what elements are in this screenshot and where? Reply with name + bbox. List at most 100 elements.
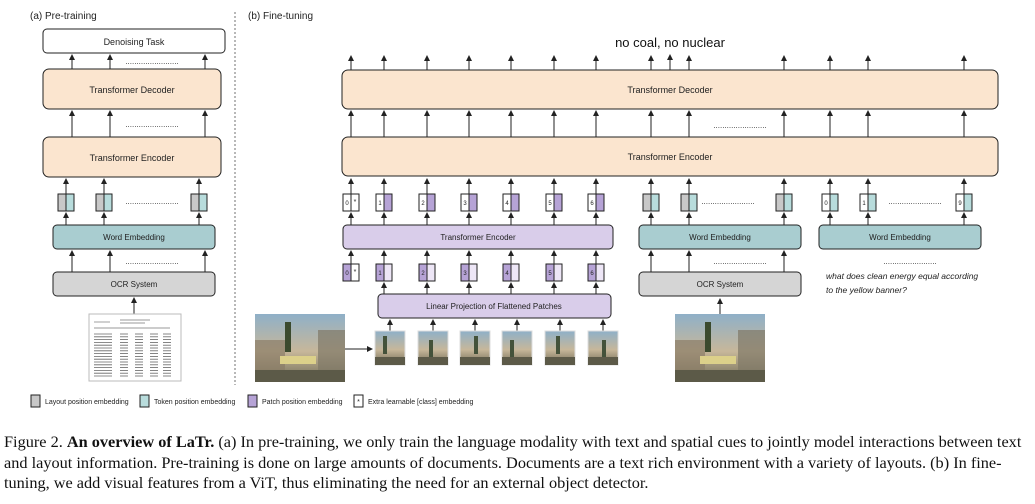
vit-output-token-2: 2	[418, 193, 436, 212]
finetune-encoder-box	[341, 136, 999, 177]
legend-cls-label: Extra learnable [class] embedding	[368, 399, 474, 406]
legend-layout-label: Layout position embedding	[45, 399, 129, 406]
legend-cls-swatch	[353, 394, 364, 408]
token-left	[775, 193, 785, 212]
pretrain-ocr-label: OCR System	[111, 280, 158, 289]
patch-ground	[375, 357, 405, 365]
pretrain-token-pair-1	[57, 193, 75, 212]
patch-detail	[556, 336, 560, 354]
pretrain-encoder-box	[42, 136, 222, 178]
finetune-ellipsis-question: ........................	[883, 257, 936, 266]
pretrain-token-pair-2	[95, 193, 113, 212]
pretrain-ellipsis-3: ........................	[125, 197, 178, 206]
question-text-line-1: what does clean energy equal according	[826, 271, 978, 281]
patch-ground	[502, 357, 532, 365]
linear-projection-box	[377, 293, 612, 319]
token-index: 6	[590, 201, 594, 207]
finetune-word-embedding-box-1	[638, 224, 802, 250]
ocr-token-pair-1	[680, 193, 698, 212]
caption-label: Figure 2.	[4, 432, 63, 451]
patch-detail	[602, 340, 606, 358]
image-patch-3	[459, 330, 491, 366]
finetune-encoder-label: Transformer Encoder	[628, 152, 713, 162]
token-index: 9	[958, 201, 962, 207]
patch-detail	[383, 336, 387, 354]
scene-photo-right	[675, 314, 765, 382]
cls-marker-input: *	[354, 269, 357, 276]
token-right	[829, 193, 839, 212]
token-index: 4	[505, 271, 509, 277]
image-patch-1	[374, 330, 406, 366]
token-right	[867, 193, 877, 212]
finetune-ellipsis-question-tokens: ........................	[888, 197, 941, 206]
token-index: 2	[421, 201, 425, 207]
pretrain-decoder-label: Transformer Decoder	[89, 85, 174, 95]
finetune-decoder-label: Transformer Decoder	[627, 85, 712, 95]
token-index: 4	[505, 201, 509, 207]
vit-encoder-box	[342, 224, 614, 250]
token-index: 0	[824, 201, 828, 207]
patch-ground	[545, 357, 575, 365]
question-token-pair-0: 0	[821, 193, 839, 212]
question-text-line-2: to the yellow banner?	[826, 285, 907, 295]
vit-output-token-0: 0	[342, 193, 360, 212]
pretrain-ellipsis-2: ........................	[125, 120, 178, 129]
finetune-ellipsis-decoder: ........................	[713, 121, 766, 130]
token-index: 1	[378, 201, 382, 207]
vit-output-token-5: 5	[545, 193, 563, 212]
linear-projection-label: Linear Projection of Flattened Patches	[426, 302, 562, 311]
question-token-pair-2: 9	[955, 193, 973, 212]
image-patch-5	[544, 330, 576, 366]
token-right	[350, 263, 360, 282]
token-right	[595, 263, 605, 282]
pretrain-token-pair-3	[190, 193, 208, 212]
vit-input-token-1: 1	[375, 263, 393, 282]
token-index: 3	[463, 201, 467, 207]
token-left	[680, 193, 690, 212]
legend: Layout position embedding Token position…	[30, 394, 474, 408]
token-right	[383, 263, 393, 282]
finetune-ellipsis-ocr: ........................	[713, 257, 766, 266]
question-token-pair-1: 1	[859, 193, 877, 212]
ocr-token-pair-0	[642, 193, 660, 212]
finetune-word-embedding-label-2: Word Embedding	[869, 233, 931, 242]
caption-text: (a) In pre-training, we only train the l…	[4, 432, 1022, 492]
finetune-ocr-label: OCR System	[697, 280, 744, 289]
image-patches	[374, 330, 619, 366]
pretrain-word-embedding-box	[52, 224, 216, 250]
token-right	[383, 193, 393, 212]
patch-detail	[474, 336, 478, 354]
vit-input-token-6: 6	[587, 263, 605, 282]
patch-ground	[418, 357, 448, 365]
vit-output-token-3: 3	[460, 193, 478, 212]
pretrain-ellipsis-4: ........................	[125, 257, 178, 266]
vit-encoder-label: Transformer Encoder	[440, 233, 516, 242]
pretrain-arrows	[63, 54, 208, 315]
token-right	[468, 263, 478, 282]
finetune-word-embedding-box-2	[818, 224, 982, 250]
finetune-ocr-box	[638, 271, 802, 297]
legend-cls-marker: *	[357, 399, 360, 406]
token-right	[468, 193, 478, 212]
cls-marker: *	[354, 199, 357, 206]
legend-token-label: Token position embedding	[154, 399, 235, 406]
pretrain-ocr-box	[52, 271, 216, 297]
token-index: 2	[421, 271, 425, 277]
patch-detail	[429, 340, 433, 358]
token-index: 5	[548, 271, 552, 277]
finetune-arrows	[348, 54, 967, 331]
vit-output-token-6: 6	[587, 193, 605, 212]
patch-detail	[510, 340, 514, 358]
legend-token-swatch	[139, 394, 150, 408]
token-index: 6	[590, 271, 594, 277]
image-patch-6	[587, 330, 619, 366]
image-patch-2	[417, 330, 449, 366]
vit-input-token-0: 0	[342, 263, 360, 282]
token-index: 3	[463, 271, 467, 277]
finetuning-title: (b) Fine-tuning	[248, 11, 313, 22]
finetune-ellipsis-ocr-tokens: ........................	[701, 197, 754, 206]
token-right	[650, 193, 660, 212]
token-right	[510, 193, 520, 212]
token-index: 5	[548, 201, 552, 207]
